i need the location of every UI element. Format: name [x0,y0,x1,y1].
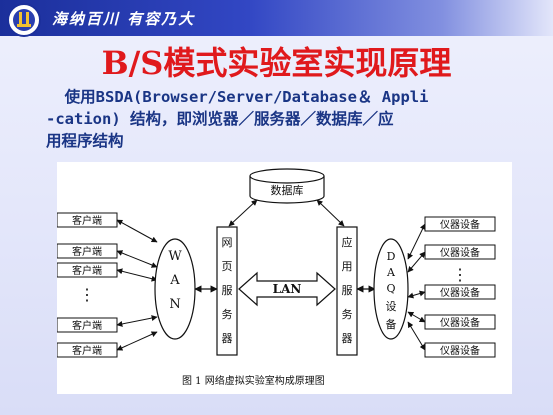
arrow-db-web [228,199,258,227]
client-group: 客户端 客户端 客户端 ⋮ 客户端 客户端 [57,212,118,358]
app-server-char: 应 [342,235,353,249]
client-ellipsis: ⋮ [79,285,95,304]
client-label: 客户端 [72,344,102,357]
daq-char: 设 [386,300,397,313]
daq-char: A [386,266,396,279]
arrow-db-app [316,199,345,227]
body-line: 使用BSDA(Browser/Server/Database＆ Appli [46,88,429,106]
body-line: 用程序结构 [46,132,124,150]
device-box [424,216,496,232]
device-box [424,284,496,300]
slide-title: B/S模式实验室实现原理 [101,44,452,82]
lan-connector: LAN [238,271,336,307]
daq-node: D A Q 设 备 [373,238,409,340]
daq-char: Q [386,282,395,295]
device-group: 仪器设备 仪器设备 仪器设备 ⋮ 仪器设备 仪器设备 [424,216,496,358]
wan-letter: W [168,249,182,264]
daq-char: D [387,250,396,263]
app-server-node: 应 用 服 务 器 [336,226,358,356]
device-box [424,244,496,260]
device-label: 仪器设备 [440,344,480,357]
device-box [424,314,496,330]
web-server-node: 网 页 服 务 器 [216,226,238,356]
web-server-char: 服 [222,284,233,297]
web-server-char: 网 [222,236,233,249]
architecture-diagram: 数据库 客户端 客户端 客户端 ⋮ 客户端 客户端 W A N 网 页 [57,168,496,387]
device-arrows [407,223,426,351]
university-logo-icon [7,3,41,37]
architecture-figure: 数据库 客户端 客户端 客户端 ⋮ 客户端 客户端 W A N 网 页 [57,162,512,394]
client-label: 客户端 [72,245,102,258]
client-label: 客户端 [72,264,102,277]
app-server-char: 务 [342,308,353,321]
device-label: 仪器设备 [440,246,480,259]
web-server-char: 务 [222,308,233,321]
device-box [424,342,496,358]
device-label: 仪器设备 [440,286,480,299]
school-motto: 海纳百川 有容乃大 [52,10,196,28]
lan-label: LAN [273,282,302,296]
header-bar [0,0,553,36]
body-line: -cation) 结构，即浏览器／服务器／数据库／应 [46,110,394,128]
database-node: 数据库 [249,168,325,204]
wan-node: W A N [154,238,196,340]
database-label: 数据库 [271,183,304,197]
device-label: 仪器设备 [440,316,480,329]
wan-letter: N [169,297,180,312]
app-server-char: 服 [342,284,353,297]
app-server-char: 器 [342,332,353,345]
app-server-char: 用 [342,260,353,273]
web-server-char: 页 [222,260,233,273]
slide-body: 使用BSDA(Browser/Server/Database＆ Appli -ca… [46,86,546,152]
web-server-char: 器 [222,332,233,345]
daq-char: 备 [386,317,397,331]
device-ellipsis: ⋮ [452,265,468,284]
figure-caption: 图 1 网络虚拟实验室构成原理图 [182,374,325,387]
client-label: 客户端 [72,214,102,227]
wan-letter: A [169,273,180,288]
device-label: 仪器设备 [440,218,480,231]
client-label: 客户端 [72,319,102,332]
client-arrows [116,219,158,351]
